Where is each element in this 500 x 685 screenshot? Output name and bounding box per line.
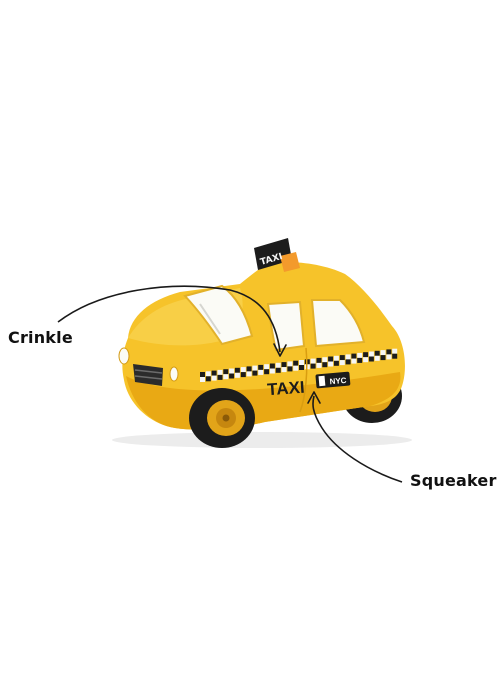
checker-square bbox=[293, 365, 299, 371]
checker-square bbox=[322, 362, 328, 368]
checker-square bbox=[316, 357, 322, 363]
checker-square bbox=[258, 369, 264, 375]
checker-square bbox=[229, 368, 235, 374]
checker-square bbox=[240, 372, 246, 378]
checker-square bbox=[322, 357, 328, 363]
checker-square bbox=[234, 372, 240, 378]
checker-square bbox=[368, 356, 374, 362]
checker-square bbox=[275, 362, 281, 368]
checker-square bbox=[258, 364, 264, 370]
checker-square bbox=[328, 356, 334, 362]
checker-square bbox=[223, 374, 229, 380]
checker-square bbox=[316, 362, 322, 368]
checker-square bbox=[345, 354, 351, 360]
checker-square bbox=[223, 369, 229, 375]
checker-square bbox=[368, 351, 374, 357]
checker-square bbox=[386, 354, 392, 360]
squeaker-label: Squeaker bbox=[410, 471, 497, 490]
checker-square bbox=[299, 365, 304, 370]
checkered-stripe bbox=[200, 348, 398, 382]
grille bbox=[133, 364, 163, 386]
checker-square bbox=[363, 352, 369, 358]
crinkle-callout-line bbox=[57, 285, 281, 353]
checker-square bbox=[357, 352, 363, 358]
checker-square bbox=[386, 349, 392, 355]
checker-square bbox=[328, 361, 334, 367]
checker-square bbox=[246, 366, 252, 372]
checker-square bbox=[287, 361, 293, 367]
roof-sign: TAXI bbox=[254, 238, 300, 272]
checker-square bbox=[345, 359, 351, 365]
squeaker-arrowhead bbox=[307, 391, 321, 404]
checker-square bbox=[200, 372, 205, 377]
checker-square bbox=[333, 355, 339, 361]
checker-square bbox=[252, 365, 258, 371]
nyc-badge: NYC bbox=[315, 371, 351, 389]
checker-square bbox=[380, 350, 386, 356]
checker-square bbox=[281, 362, 287, 368]
checker-square bbox=[205, 371, 211, 377]
nyc-badge-text: NYC bbox=[329, 376, 347, 386]
side-window-rear bbox=[310, 299, 366, 348]
checker-square bbox=[275, 367, 281, 373]
checker-square bbox=[246, 371, 252, 377]
checker-square bbox=[234, 367, 240, 373]
door-taxi-text: TAXI bbox=[267, 378, 306, 400]
checker-square bbox=[333, 360, 339, 366]
checker-square bbox=[217, 374, 223, 380]
checker-square bbox=[380, 355, 386, 361]
checker-square bbox=[229, 373, 235, 379]
checker-square bbox=[217, 369, 223, 375]
squeaker-callout-line bbox=[312, 395, 403, 483]
checker-square bbox=[269, 363, 275, 369]
checker-square bbox=[200, 377, 205, 382]
checker-square bbox=[363, 357, 369, 363]
front-wheel bbox=[189, 388, 255, 448]
checker-square bbox=[392, 348, 398, 354]
checker-square bbox=[269, 368, 275, 374]
checker-square bbox=[293, 360, 299, 366]
checker-square bbox=[264, 369, 270, 375]
checker-square bbox=[357, 357, 363, 363]
toy-shadow bbox=[112, 432, 412, 448]
checker-square bbox=[374, 350, 380, 356]
checker-square bbox=[310, 358, 316, 364]
checker-square bbox=[281, 367, 287, 373]
checker-square bbox=[211, 370, 217, 376]
checker-square bbox=[339, 360, 345, 366]
checker-square bbox=[252, 370, 258, 376]
checker-square bbox=[205, 376, 211, 382]
checker-square bbox=[339, 355, 345, 361]
checker-square bbox=[287, 366, 293, 372]
crinkle-arrowhead bbox=[273, 343, 287, 357]
checker-square bbox=[374, 355, 380, 361]
door-seam bbox=[299, 347, 308, 413]
headlight-right bbox=[169, 366, 179, 382]
checker-square bbox=[310, 363, 316, 369]
checker-square bbox=[351, 358, 357, 364]
wiper bbox=[199, 303, 221, 335]
checker-square bbox=[211, 375, 217, 381]
checker-square bbox=[392, 353, 398, 359]
checker-square bbox=[351, 353, 357, 359]
crinkle-label: Crinkle bbox=[8, 328, 73, 347]
windshield bbox=[183, 284, 254, 346]
headlight bbox=[118, 347, 130, 365]
checker-square bbox=[299, 360, 304, 365]
checker-square bbox=[264, 364, 270, 370]
checker-square bbox=[240, 367, 246, 373]
